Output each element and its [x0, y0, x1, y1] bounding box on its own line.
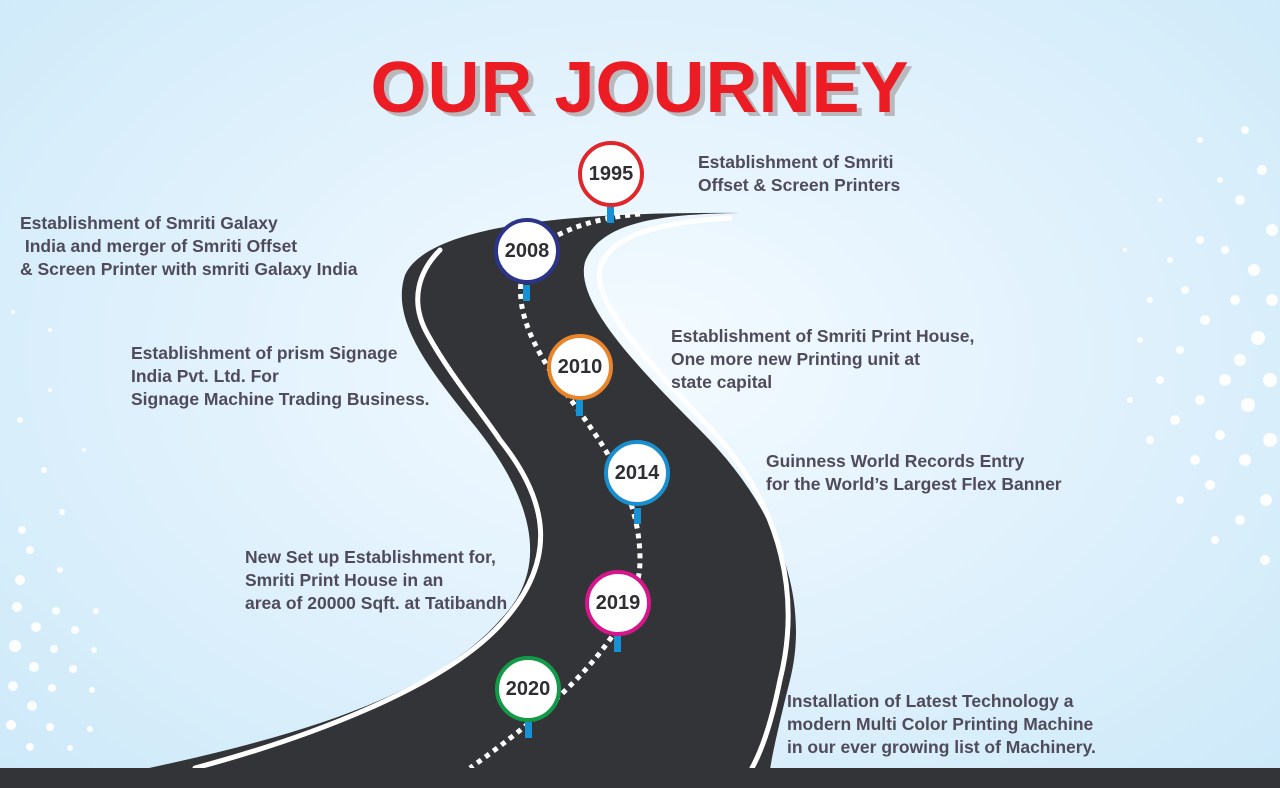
milestone-description-2020: New Set up Establishment for, Smriti Pri… — [245, 547, 508, 613]
marker-pole — [523, 285, 530, 301]
milestone-year: 2010 — [557, 355, 603, 378]
milestone-year: 1995 — [588, 162, 634, 185]
milestone-marker-1995: 1995 — [578, 141, 644, 207]
halftone-dots — [6, 126, 1278, 751]
marker-pole — [634, 508, 641, 524]
milestone-year: 2020 — [505, 677, 551, 700]
marker-pole — [576, 400, 583, 416]
marker-pole — [525, 722, 532, 738]
milestone-description-2019: Guinness World Records Entry for the Wor… — [766, 451, 1062, 494]
milestone-year: 2014 — [614, 461, 660, 484]
milestone-marker-2010: 2010 — [547, 334, 613, 400]
milestone-year: 2008 — [504, 239, 550, 262]
marker-pole — [607, 207, 614, 223]
milestone-year: 2019 — [595, 591, 641, 614]
milestone-description-1995: Establishment of Smriti Offset & Screen … — [698, 152, 901, 195]
marker-pole — [614, 636, 621, 652]
milestone-description-2008: Establishment of Smriti Galaxy India and… — [20, 213, 358, 279]
milestone-marker-2019: 2019 — [585, 570, 651, 636]
page-title: OUR JOURNEY — [370, 48, 910, 128]
milestone-marker-2008: 2008 — [494, 218, 560, 284]
footer-band — [0, 768, 1280, 788]
milestone-marker-2014: 2014 — [604, 440, 670, 506]
milestone-marker-2020: 2020 — [495, 656, 561, 722]
milestone-description-2014: Establishment of prism Signage India Pvt… — [131, 343, 430, 409]
machinery-note: Installation of Latest Technology a mode… — [787, 691, 1096, 757]
road — [140, 212, 796, 770]
milestone-description-2010: Establishment of Smriti Print House, One… — [671, 326, 975, 392]
